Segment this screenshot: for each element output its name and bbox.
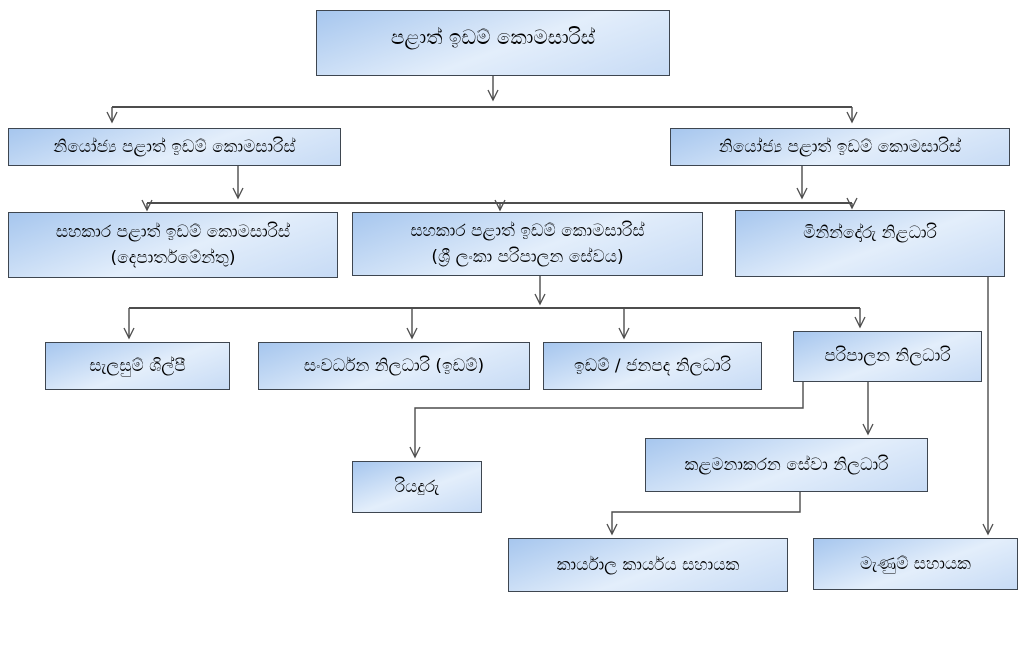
connector-mgmt-to-office: [606, 492, 801, 536]
node-driver: රියදුරු: [352, 461, 482, 513]
node-label: රියදුරු: [394, 476, 440, 497]
node-label: මිනින්දෝරු නිළධාරි: [803, 223, 937, 243]
node-administrative-officer: පරිපාලන නිලධාරි: [793, 331, 982, 382]
node-label: පරිපාලන නිලධාරි: [824, 346, 951, 367]
node-sublabel: (දෙපාර්තමේන්තු): [110, 248, 236, 268]
node-label: සංවර්ධන නිලධාරි (ඉඩම්): [303, 355, 485, 376]
node-label: නියෝජ්‍ය පළාත් ඉඩම් කොමසාරිස්: [53, 136, 296, 157]
node-label: කාර්යාල කාර්යය සහායක: [556, 554, 740, 575]
node-label: නියෝජ්‍ය පළාත් ඉඩම් කොමසාරිස්: [718, 136, 962, 157]
node-development-officer-land: සංවර්ධන නිලධාරි (ඉඩම්): [258, 342, 530, 390]
node-assistant-land-commissioner-slas: සහකාර පළාත් ඉඩම් කොමසාරිස් (ශ්‍රී ලංකා ප…: [352, 212, 703, 276]
node-planning-draughtsman: සැලසුම් ශිල්පී: [45, 342, 230, 390]
node-surveyor-officer: මිනින්දෝරු නිළධාරි: [735, 210, 1005, 277]
node-land-colonization-officer: ඉඩම් / ජනපද නිලධාරි: [543, 342, 762, 390]
node-assistant-land-commissioner-department: සහකාර පළාත් ඉඩම් කොමසාරිස් (දෙපාර්තමේන්ත…: [8, 212, 338, 278]
node-label: සහකාර පළාත් ඉඩම් කොමසාරිස්: [410, 220, 645, 241]
node-survey-assistant: මැණුම් සහායක: [813, 538, 1018, 590]
node-deputy-land-commissioner-right: නියෝජ්‍ය පළාත් ඉඩම් කොමසාරිස්: [670, 128, 1010, 166]
node-label: පළාත් ඉඩම් කොමසාරිස්: [390, 24, 596, 49]
node-office-work-assistant: කාර්යාල කාර්යය සහායක: [508, 538, 788, 592]
node-label: ඉඩම් / ජනපද නිලධාරි: [573, 355, 731, 376]
node-management-service-officer: කළමනාකරන සේවා නිලධාරි: [645, 438, 928, 492]
node-label: මැණුම් සහායක: [860, 553, 971, 574]
node-label: කළමනාකරන සේවා නිලධාරි: [684, 454, 889, 475]
node-label: සහකාර පළාත් ඉඩම් කොමසාරිස්: [55, 221, 291, 242]
node-sublabel: (ශ්‍රී ලංකා පරිපාලන සේවය): [431, 247, 624, 267]
node-deputy-land-commissioner-left: නියෝජ්‍ය පළාත් ඉඩම් කොමසාරිස්: [8, 128, 341, 166]
node-label: සැලසුම් ශිල්පී: [89, 355, 186, 376]
node-provincial-land-commissioner: පළාත් ඉඩම් කොමසාරිස්: [316, 10, 670, 76]
